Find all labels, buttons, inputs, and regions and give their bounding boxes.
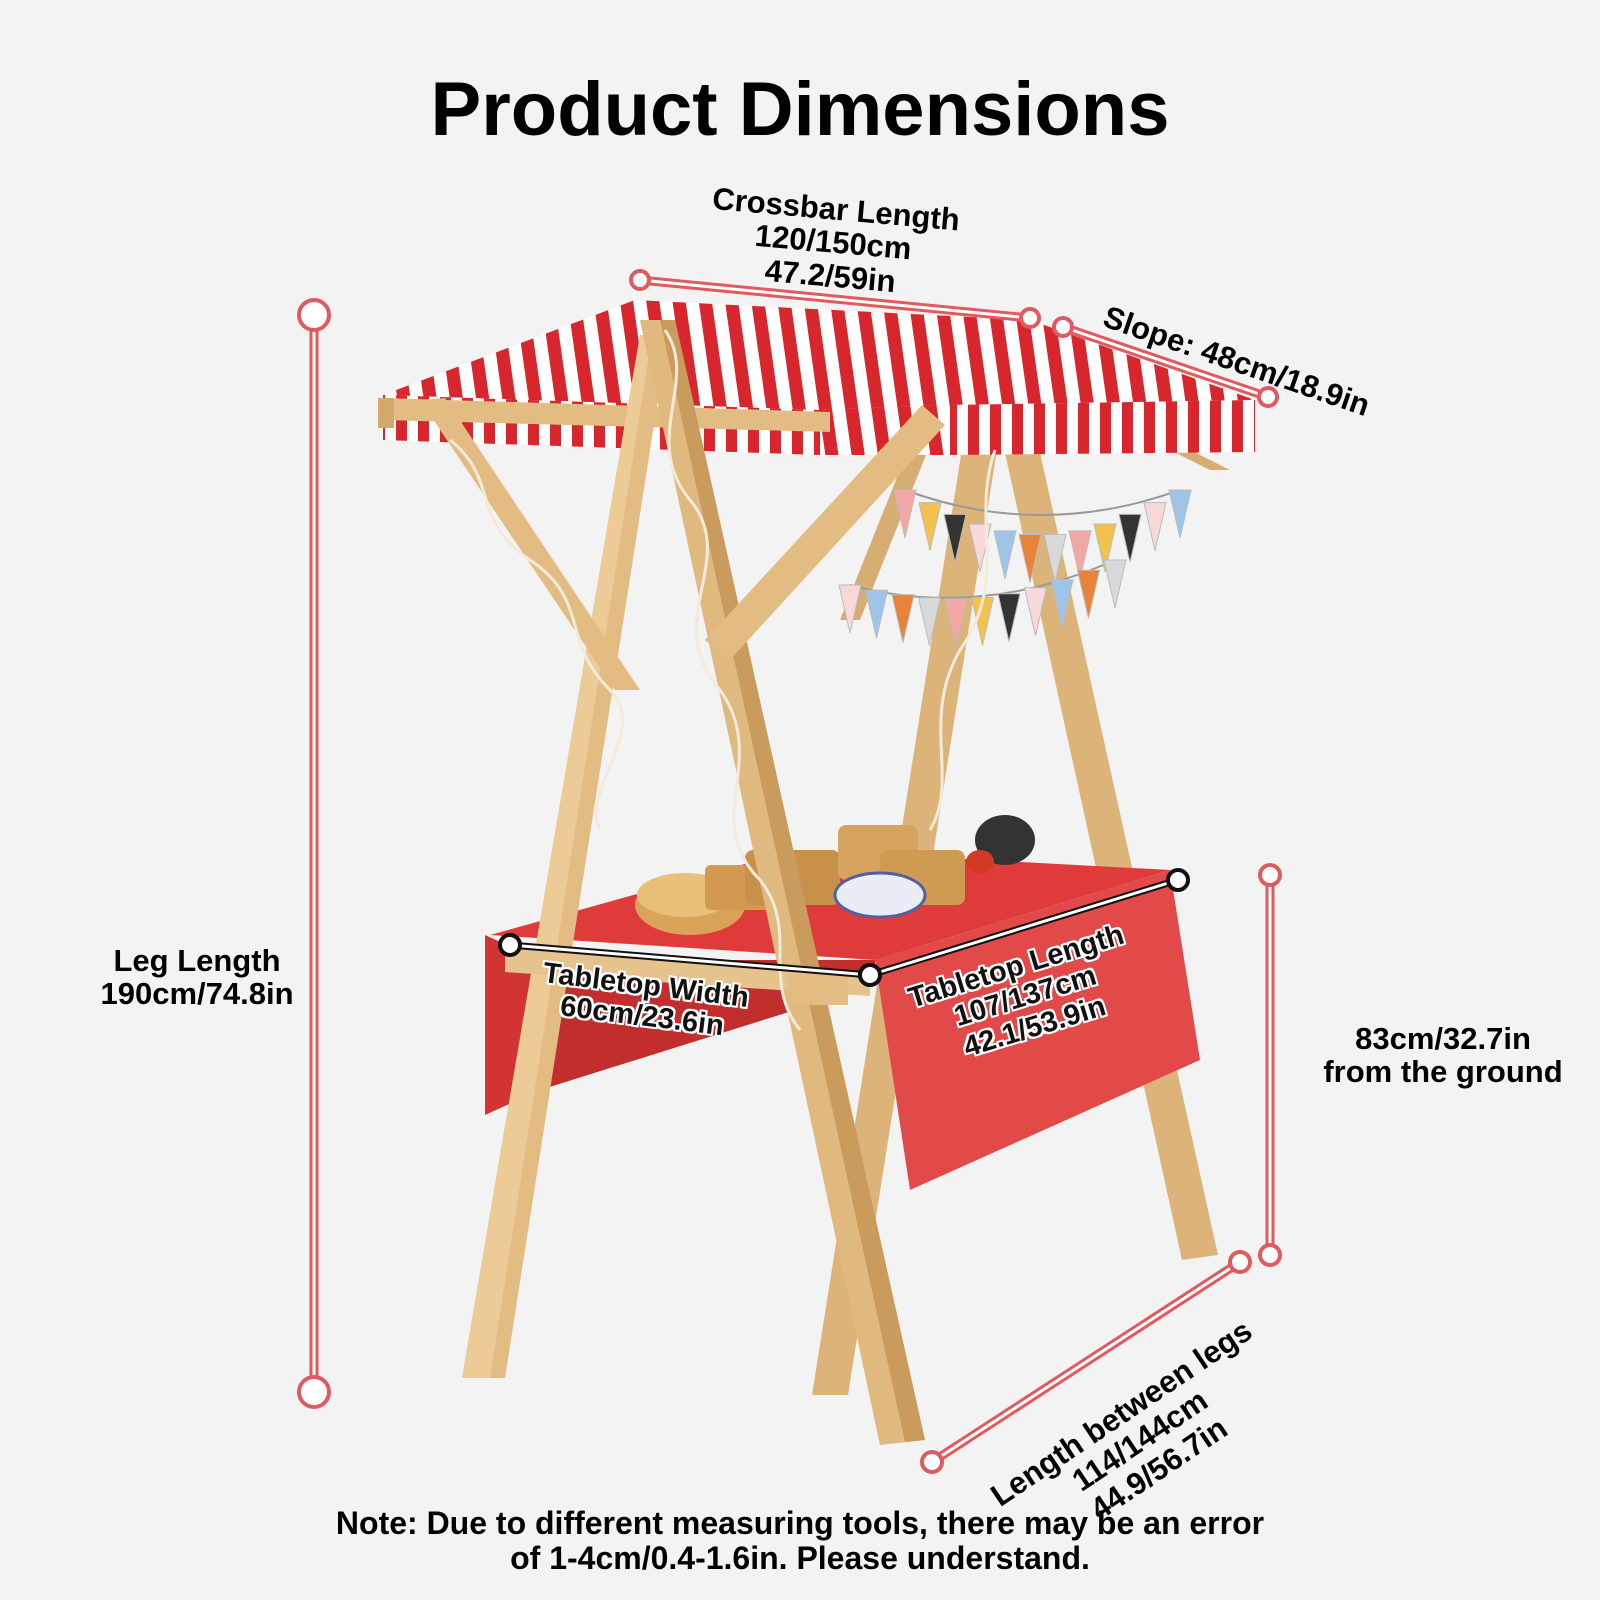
ground-height-dimension-line-end-2: [1258, 1243, 1282, 1267]
bunting-flag: [838, 584, 862, 634]
leg-length-dimension-line: [297, 298, 331, 1409]
bunting-flag: [893, 489, 917, 539]
bunting-flag-set: [838, 489, 1192, 647]
bunting-flag: [1168, 489, 1192, 539]
bunting-flag: [1023, 587, 1048, 636]
tabletop-length-dimension-line: [858, 868, 1190, 987]
ground-height-dimension-line: [1258, 863, 1282, 1267]
tabletop-length-dimension-line-end-2: [1166, 868, 1190, 892]
between-legs-dimension-line: [920, 1250, 1252, 1474]
bunting-flag: [864, 589, 889, 639]
front-right-leg: [640, 320, 925, 1445]
bunting-flag: [1103, 559, 1127, 609]
bunting-flag: [1050, 579, 1074, 628]
tabletop-width-dimension-line-end-1: [498, 933, 522, 957]
measurement-note: Note: Due to different measuring tools, …: [335, 1505, 1265, 1577]
bunting-flag: [1118, 513, 1142, 563]
slope-dimension-line: [1052, 316, 1279, 408]
bunting-flag: [1093, 523, 1117, 573]
bunting-flag: [891, 594, 915, 643]
bunting-flag: [997, 593, 1021, 642]
bunting-flag: [944, 598, 968, 647]
bunting-flag: [943, 513, 967, 563]
tabletop-length-dimension-line-end-1: [858, 963, 882, 987]
front-crossbar: [378, 398, 830, 432]
between-legs-dimension-line-end-1: [920, 1450, 944, 1474]
front-left-leg: [462, 335, 668, 1378]
leg-length-dimension-line-end-1: [297, 298, 331, 332]
crossbar-dimension-line: [629, 269, 1041, 329]
diagonal-brace-right: [705, 405, 945, 660]
leg-length-dimension-line-end-2: [297, 1375, 331, 1409]
bunting-flag: [1068, 530, 1092, 580]
food-items: [635, 815, 1035, 935]
bunting-flag: [918, 502, 942, 551]
bunting-flag: [1076, 569, 1101, 619]
crossbar-length-label: Crossbar Length 120/150cm 47.2/59in: [711, 181, 962, 300]
bunting-flag: [1143, 502, 1167, 551]
between-legs-dimension-line-end-2: [1228, 1250, 1252, 1274]
ground-height-label: 83cm/32.7in from the ground: [1323, 1021, 1563, 1090]
bunting-flag: [1043, 534, 1067, 583]
slope-dimension-line-end-2: [1257, 386, 1279, 408]
bunting-flag: [1018, 534, 1042, 583]
page-title: Product Dimensions: [430, 67, 1170, 152]
leg-length-label: Leg Length 190cm/74.8in: [100, 943, 294, 1012]
slope-dimension-line-end-1: [1052, 316, 1074, 338]
dimension-markers: [297, 269, 1282, 1474]
table-front-rail: [505, 948, 870, 1005]
bunting-flag: [993, 530, 1017, 580]
ground-height-dimension-line-end-1: [1258, 863, 1282, 887]
tabletop-width-dimension-line: [498, 933, 882, 987]
crossbar-dimension-line-end-2: [1019, 307, 1041, 329]
string-lights: [449, 329, 997, 1031]
crossbar-dimension-line-end-1: [629, 269, 651, 291]
bunting-flag: [917, 597, 942, 646]
